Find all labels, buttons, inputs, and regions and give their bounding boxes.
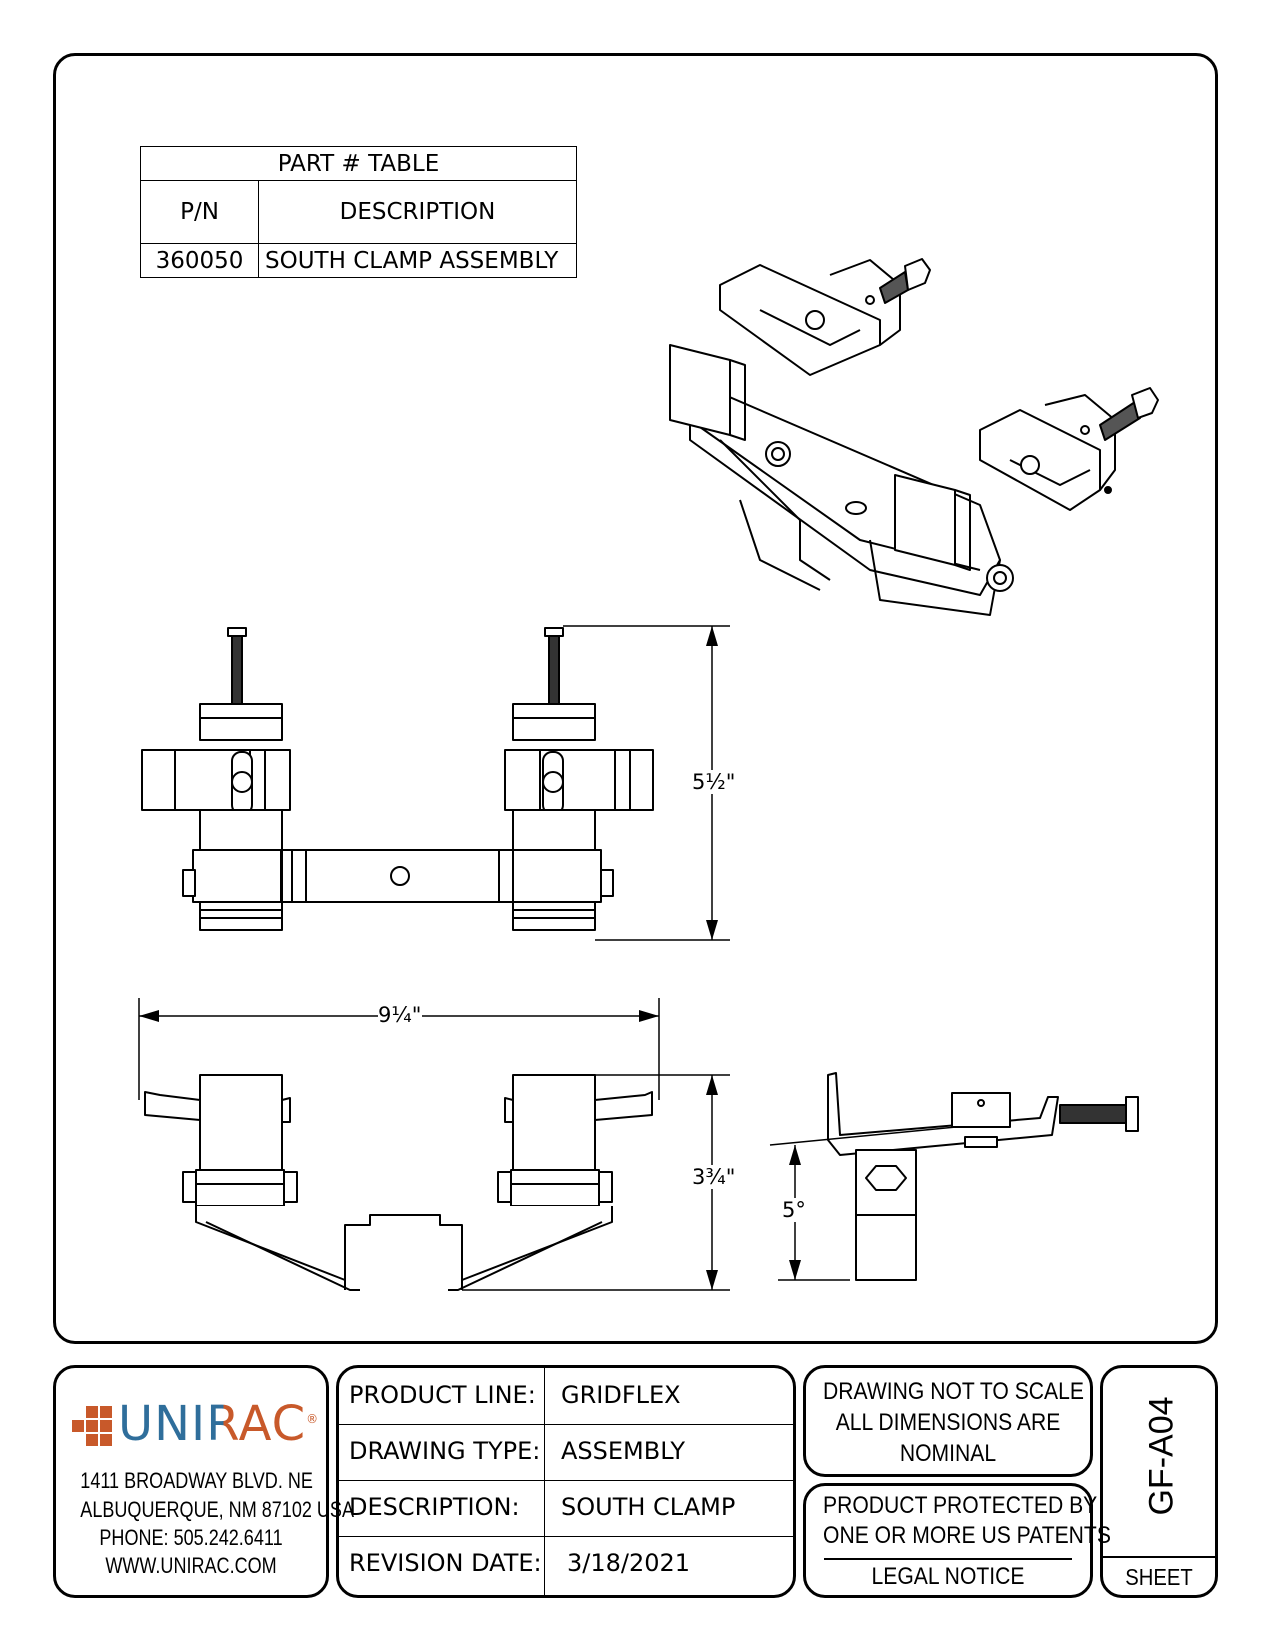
scale-note-line-2: ALL DIMENSIONS ARE [835,1409,1061,1436]
dimension-height-front: 5½" [692,770,736,794]
scale-note-box: DRAWING NOT TO SCALE ALL DIMENSIONS ARE … [803,1365,1093,1477]
drawing-type-label: DRAWING TYPE: [349,1437,541,1465]
sheet-number: GF-A04 [1142,1396,1181,1516]
description-value: SOUTH CLAMP [561,1493,736,1521]
product-line-label: PRODUCT LINE: [349,1381,536,1409]
part-table-cell-desc: SOUTH CLAMP ASSEMBLY [258,243,577,278]
info-divider [544,1368,545,1595]
company-phone: PHONE: 505.242.6411 [99,1525,283,1550]
drawing-frame [53,53,1218,1344]
unirac-logo-icon [72,1406,112,1446]
part-table-col-pn: P/N [140,180,259,244]
product-line-value: GRIDFLEX [561,1381,681,1409]
isometric-view [669,258,1159,616]
dimension-height-side: 3¾" [692,1165,736,1189]
sheet-label: SHEET [1125,1564,1193,1590]
product-line-row: PRODUCT LINE: GRIDFLEX [339,1368,793,1425]
drawing-type-row: DRAWING TYPE: ASSEMBLY [339,1424,793,1481]
sheet-divider [1103,1556,1215,1558]
company-box: UNIRAC® 1411 BROADWAY BLVD. NE ALBUQUERQ… [53,1365,355,1598]
sheet-box: GF-A04 SHEET [1100,1365,1218,1598]
part-table-cell-pn: 360050 [140,243,259,278]
revision-date-label: REVISION DATE: [349,1549,542,1577]
legal-divider [824,1558,1072,1560]
dimension-angle: 5° [782,1198,806,1222]
side-view [138,998,730,1291]
part-table-col-desc: DESCRIPTION [258,180,577,244]
company-website: WWW.UNIRAC.COM [105,1553,277,1578]
revision-date-value: 3/18/2021 [567,1549,691,1577]
company-address-1: 1411 BROADWAY BLVD. NE [80,1468,313,1493]
part-number-table: PART # TABLE P/N DESCRIPTION 360050 SOUT… [140,146,577,278]
dimension-width: 9¼" [378,1003,422,1027]
end-view [769,1072,1139,1281]
revision-row: REVISION DATE: 3/18/2021 [339,1536,793,1595]
legal-notice-label: LEGAL NOTICE [871,1563,1025,1590]
drawing-info-box: PRODUCT LINE: GRIDFLEX DRAWING TYPE: ASS… [336,1365,796,1598]
patent-note-line-2: ONE OR MORE US PATENTS [823,1522,1111,1549]
company-address-2: ALBUQUERQUE, NM 87102 USA [80,1497,355,1522]
scale-note-line-3: NOMINAL [899,1440,997,1467]
scale-note-line-1: DRAWING NOT TO SCALE [823,1378,1084,1405]
description-row: DESCRIPTION: SOUTH CLAMP [339,1480,793,1537]
drawing-type-value: ASSEMBLY [561,1437,686,1465]
front-view [141,625,730,941]
patent-note-box: PRODUCT PROTECTED BY ONE OR MORE US PATE… [803,1483,1111,1598]
unirac-logo-text: UNIRAC® [118,1396,320,1452]
patent-note-line-1: PRODUCT PROTECTED BY [823,1492,1098,1519]
description-label: DESCRIPTION: [349,1493,520,1521]
